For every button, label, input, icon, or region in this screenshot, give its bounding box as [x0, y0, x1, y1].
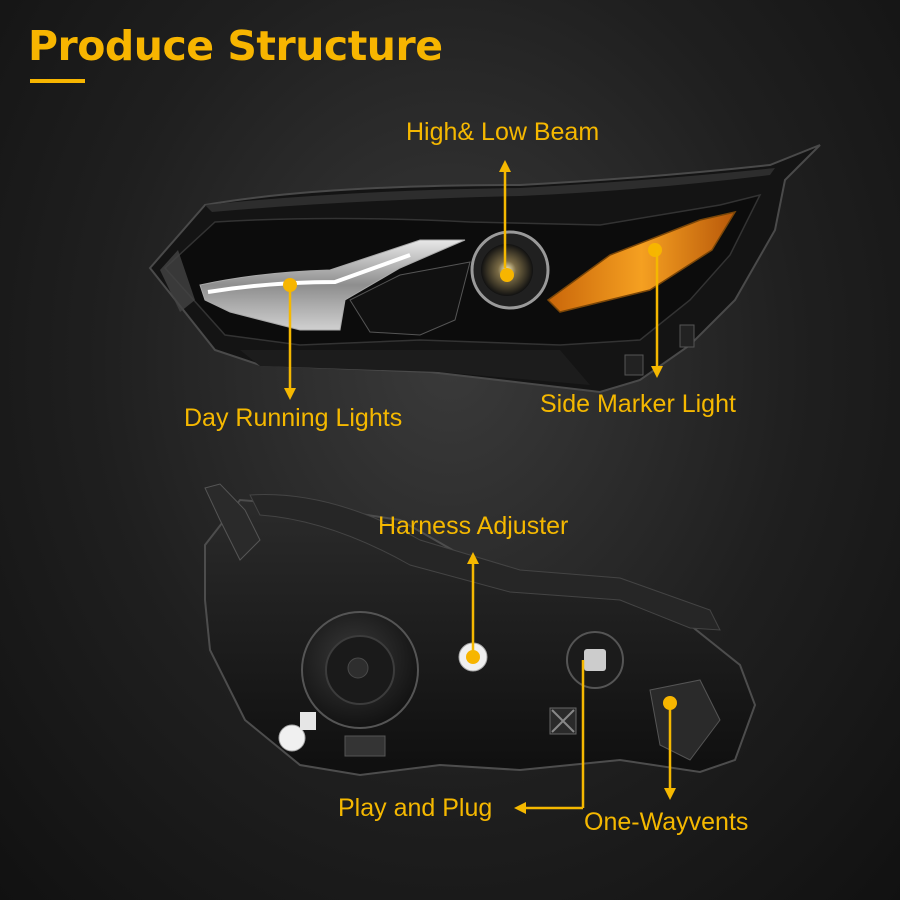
callout-arrows-rear — [467, 552, 676, 814]
rear-headlight — [204, 483, 757, 777]
title-underline — [30, 79, 85, 83]
label-harness-adjuster: Harness Adjuster — [378, 512, 569, 540]
amber-lens — [546, 210, 737, 313]
callout-arrows-front — [284, 160, 663, 400]
label-one-wayvents: One-Wayvents — [584, 808, 749, 836]
label-day-running-lights: Day Running Lights — [184, 404, 403, 432]
label-side-marker-light: Side Marker Light — [540, 390, 736, 418]
page-title: Produce Structure — [28, 22, 443, 70]
label-play-and-plug: Play and Plug — [338, 794, 493, 822]
label-high-low-beam: High& Low Beam — [406, 118, 600, 146]
front-headlight — [148, 144, 821, 394]
